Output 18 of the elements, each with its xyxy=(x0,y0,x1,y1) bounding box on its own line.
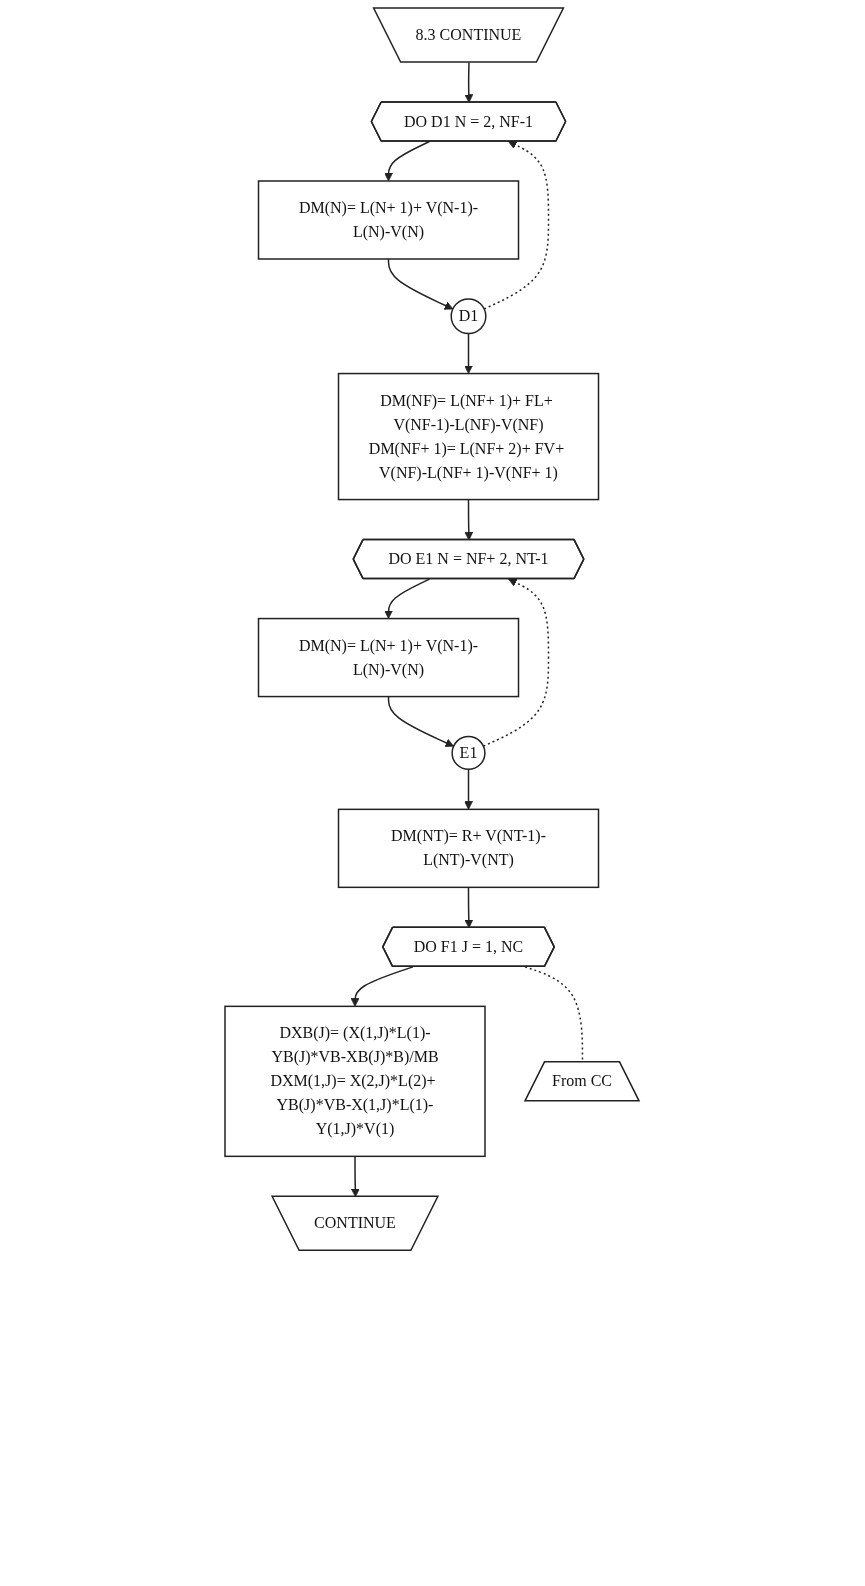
arrow xyxy=(384,140,431,182)
node-circle: D1 xyxy=(450,298,487,335)
node-circle: E1 xyxy=(451,735,487,771)
node-box: DM(N)= L(N+ 1)+ V(N-1)-L(N)-V(N) xyxy=(258,617,520,698)
arrow xyxy=(351,966,415,1007)
arrow xyxy=(464,886,474,929)
arrow xyxy=(464,498,474,541)
arrow xyxy=(483,141,550,310)
node-box: DXB(J)= (X(1,J)*L(1)-YB(J)*VB-XB(J)*B)/MB DXM(1,J)= X(2,J)*L(2)+ YB(J)*VB-X(1,J)*L(1)-Y(1,J)*V(1) xyxy=(224,1005,487,1158)
arrow xyxy=(388,695,455,747)
arrow xyxy=(384,578,431,619)
node-box: DM(N)= L(N+ 1)+ V(N-1)-L(N)-V(N) xyxy=(258,180,520,260)
arrow xyxy=(483,578,550,747)
arrow xyxy=(464,332,474,374)
node-box: DM(NF)= L(NF+ 1)+ FL+ V(NF-1)-L(NF)-V(NF) DM(NF+ 1)= L(NF+ 2)+ FV+ V(NF)-L(NF+ 1)-V(NF+ 1) xyxy=(338,372,600,501)
arrow xyxy=(464,768,474,810)
node-box: DM(NT)= R+ V(NT-1)-L(NT)-V(NT) xyxy=(338,808,600,889)
arrow xyxy=(388,258,454,310)
